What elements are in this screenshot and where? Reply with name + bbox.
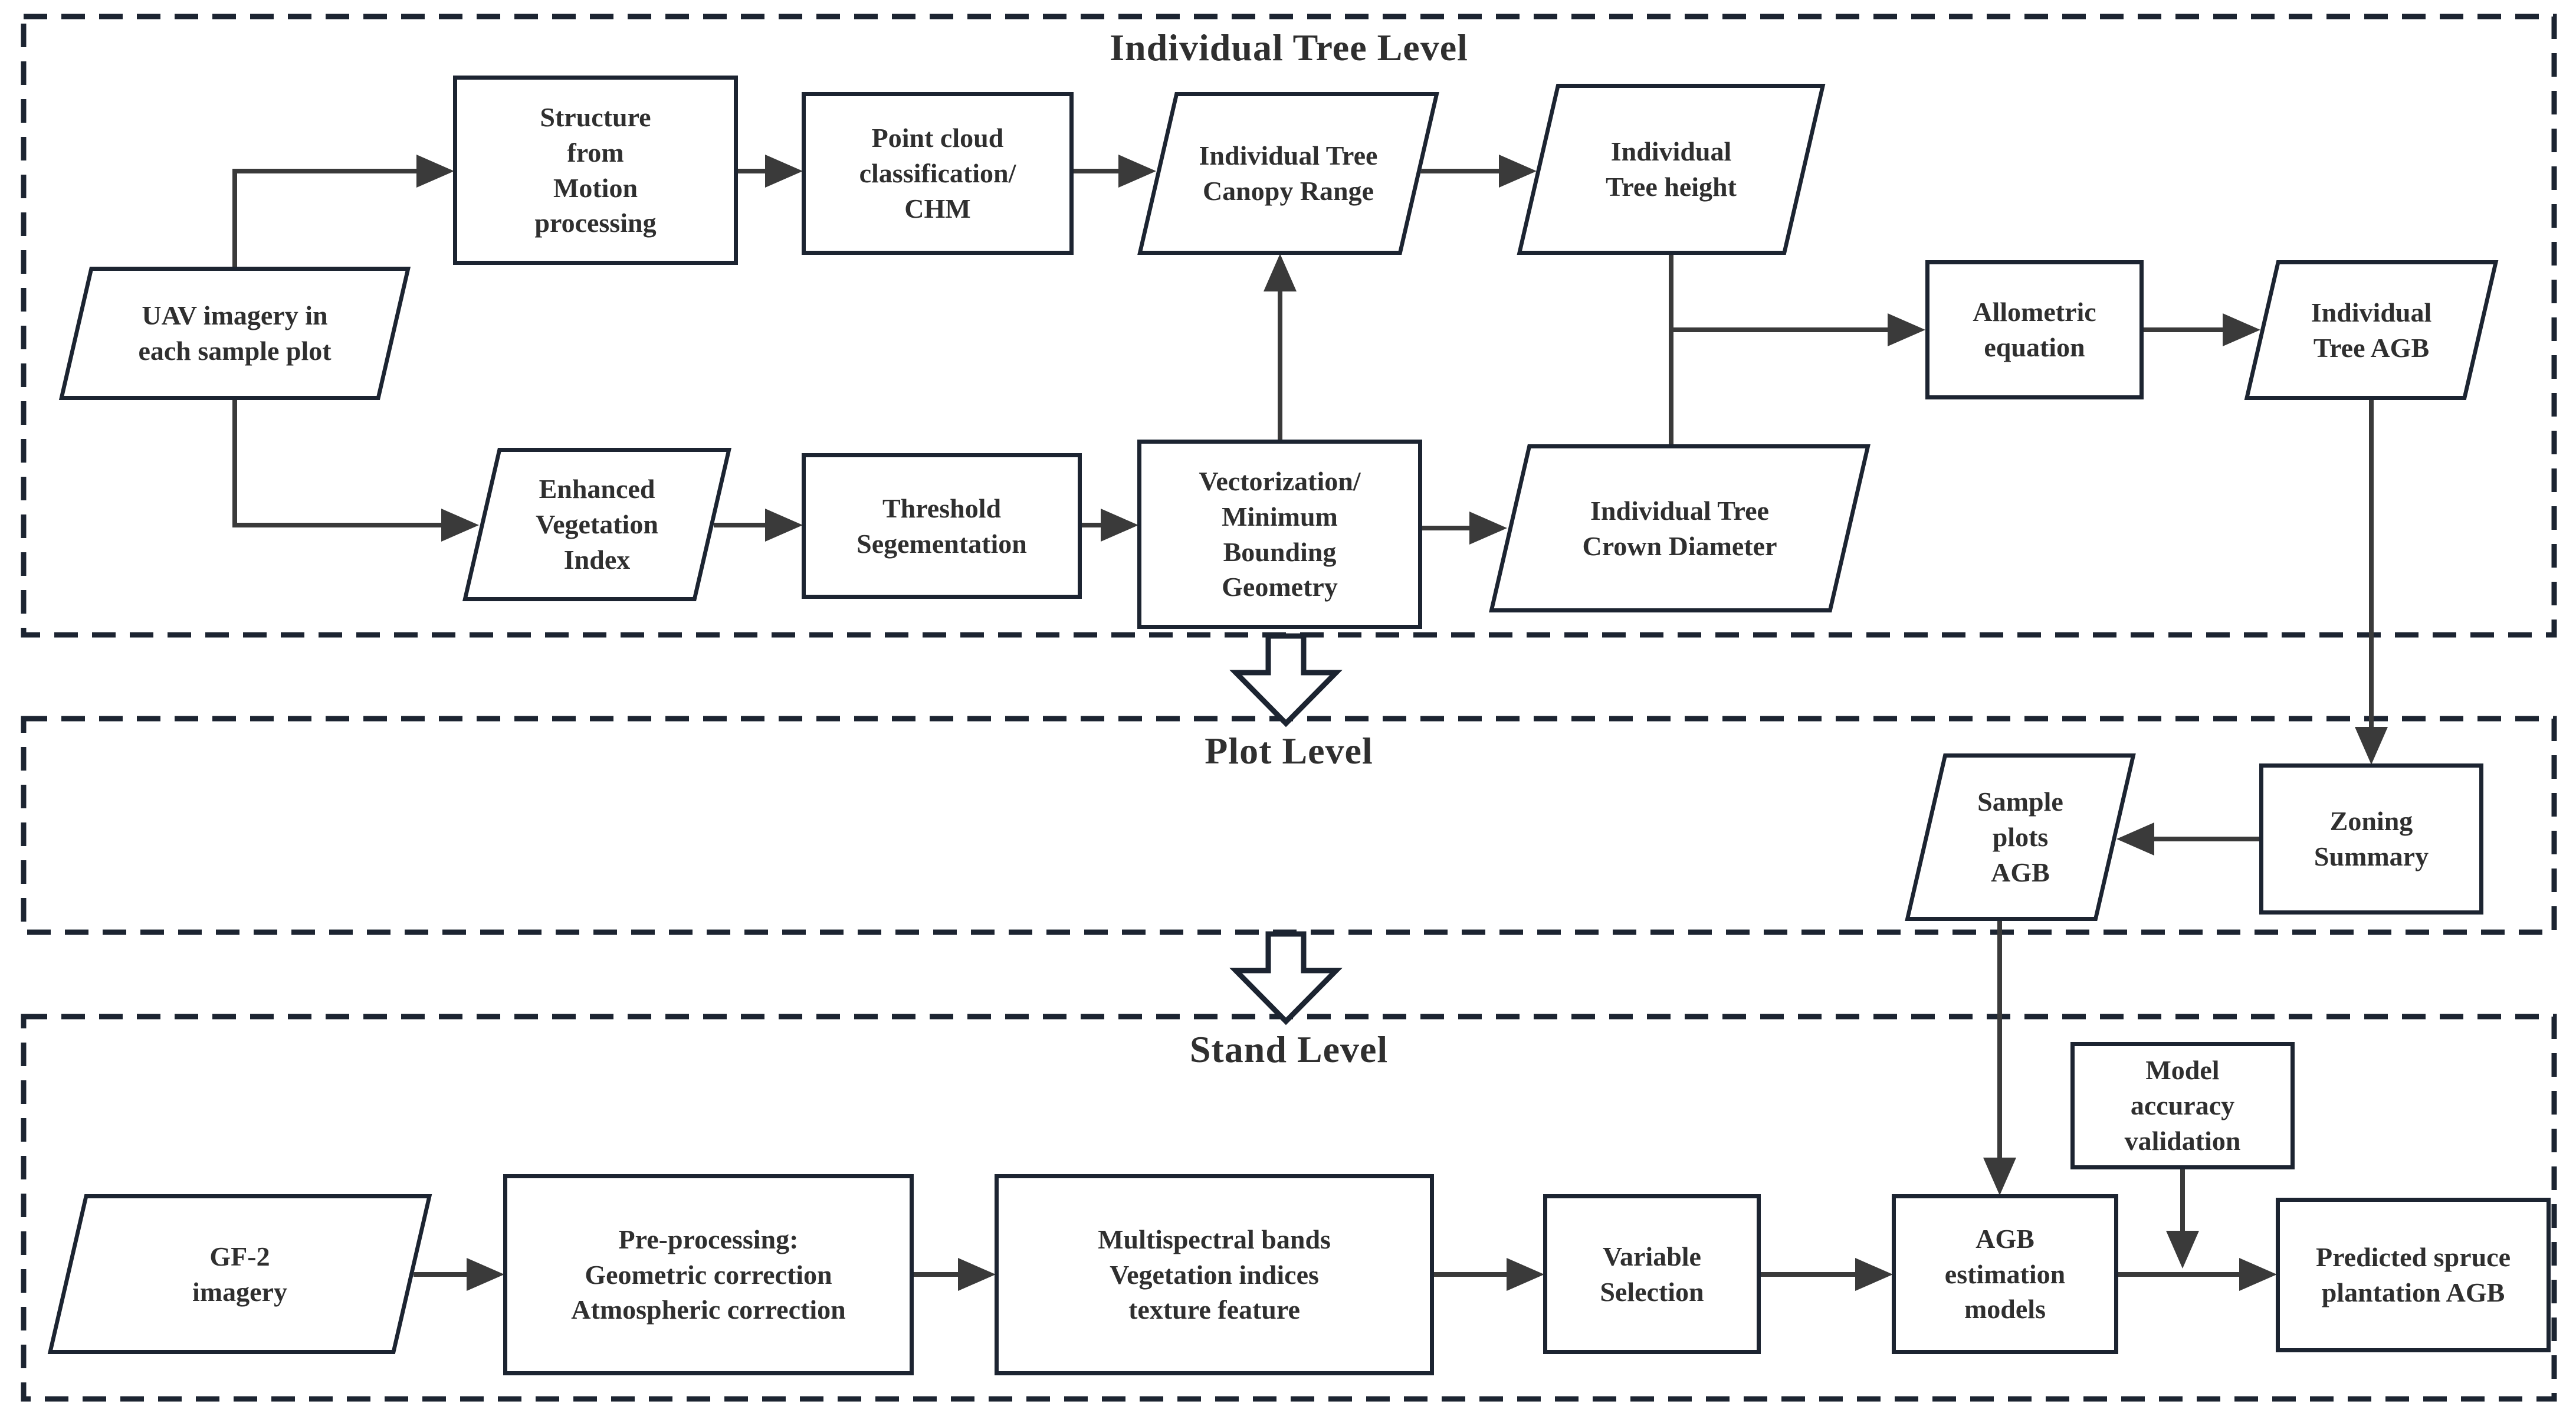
- node-label: Allometric equation: [1973, 297, 2096, 362]
- process-rect-shape: [2276, 1198, 2551, 1352]
- node-threshold-segmentation: Threshold Segementation: [802, 453, 1082, 599]
- node-structure-from-motion: Structure from Motion processing: [453, 76, 738, 265]
- node-canopy-range: Individual Tree Canopy Range: [1137, 92, 1439, 255]
- node-label: Point cloud classification/ CHM: [859, 123, 1016, 224]
- process-rect-shape: [802, 92, 1074, 255]
- node-agb-estimation-models: AGB estimation models: [1892, 1194, 2118, 1354]
- node-label: Vectorization/ Minimum Bounding Geometry: [1199, 466, 1361, 602]
- node-label: Sample plots AGB: [1977, 786, 2063, 887]
- node-label: Individual Tree AGB: [2311, 297, 2432, 363]
- title-plot-level: Plot Level: [1205, 730, 1373, 772]
- edge-uav-to-evi: [232, 399, 479, 542]
- node-spectral-features: Multispectral bands Vegetation indices t…: [995, 1174, 1434, 1375]
- process-rect-shape: [995, 1174, 1434, 1375]
- process-rect-shape: [1137, 440, 1422, 629]
- title-individual-tree-level: Individual Tree Level: [1110, 27, 1468, 68]
- process-rect-shape: [1543, 1194, 1761, 1354]
- node-label: Zoning Summary: [2314, 806, 2429, 871]
- node-zoning-summary: Zoning Summary: [2259, 763, 2483, 915]
- node-label: UAV imagery in each sample plot: [138, 300, 332, 366]
- process-rect-shape: [2259, 763, 2483, 915]
- node-vectorization-bounding-geometry: Vectorization/ Minimum Bounding Geometry: [1137, 440, 1422, 629]
- edge-uav-to-sfm: [232, 155, 454, 267]
- process-rect-shape: [453, 76, 738, 265]
- block-arrow-plot-to-stand: [1229, 931, 1343, 1025]
- node-allometric-equation: Allometric equation: [1925, 260, 2144, 399]
- process-rect-shape: [1925, 260, 2144, 399]
- node-preprocessing: Pre-processing: Geometric correction Atm…: [503, 1174, 914, 1375]
- node-label: Model accuracy validation: [2124, 1055, 2241, 1156]
- node-crown-diameter: Individual Tree Crown Diameter: [1489, 444, 1871, 612]
- node-label: Variable Selection: [1600, 1241, 1704, 1307]
- process-rect-shape: [2070, 1042, 2295, 1169]
- node-label: AGB estimation models: [1944, 1223, 2066, 1325]
- node-label: Enhanced Vegetation Index: [536, 474, 658, 575]
- node-label: Predicted spruce plantation AGB: [2315, 1242, 2511, 1307]
- node-label: Pre-processing: Geometric correction Atm…: [571, 1224, 846, 1325]
- title-stand-level: Stand Level: [1189, 1028, 1389, 1070]
- node-label: Threshold Segementation: [857, 493, 1027, 559]
- node-label: Individual Tree height: [1606, 136, 1737, 202]
- process-rect-shape: [802, 453, 1082, 599]
- block-arrow-individual-to-plot: [1229, 633, 1343, 727]
- node-label: Individual Tree Canopy Range: [1199, 140, 1378, 206]
- node-variable-selection: Variable Selection: [1543, 1194, 1761, 1354]
- process-rect-shape: [1892, 1194, 2118, 1354]
- node-gf2-imagery: GF-2 imagery: [47, 1194, 432, 1354]
- node-label: GF-2 imagery: [192, 1241, 287, 1307]
- node-model-accuracy-validation: Model accuracy validation: [2070, 1042, 2295, 1169]
- node-uav-imagery: UAV imagery in each sample plot: [55, 267, 414, 400]
- node-enhanced-vegetation-index: Enhanced Vegetation Index: [461, 448, 733, 601]
- node-label: Multispectral bands Vegetation indices t…: [1098, 1224, 1331, 1325]
- node-label: Individual Tree Crown Diameter: [1582, 495, 1777, 561]
- node-point-cloud-classification: Point cloud classification/ CHM: [802, 92, 1074, 255]
- node-tree-height: Individual Tree height: [1517, 84, 1826, 255]
- node-label: Structure from Motion processing: [534, 101, 657, 238]
- process-rect-shape: [503, 1174, 914, 1375]
- node-sample-plots-agb: Sample plots AGB: [1905, 753, 2136, 921]
- node-predicted-spruce-agb: Predicted spruce plantation AGB: [2276, 1198, 2551, 1352]
- node-individual-tree-agb: Individual Tree AGB: [2242, 260, 2501, 400]
